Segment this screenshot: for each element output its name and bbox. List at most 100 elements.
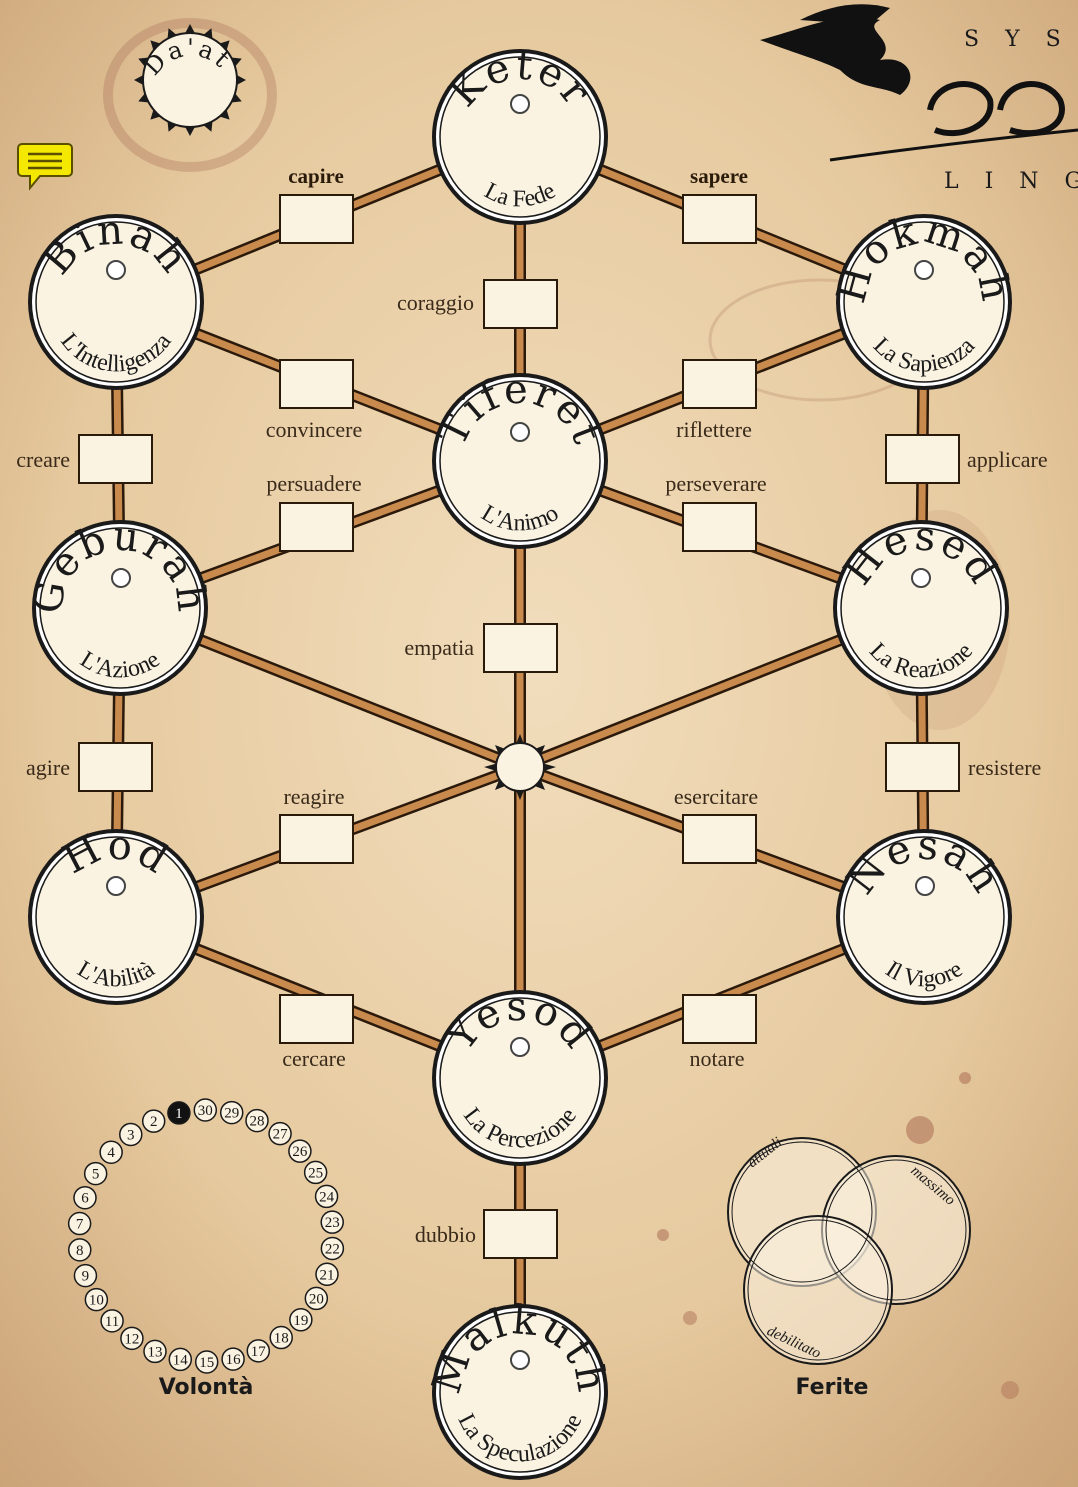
debilitato-circle[interactable] (744, 1216, 892, 1364)
volonta-point-18[interactable]: 18 (270, 1327, 292, 1349)
sephira-binah: Binah L'Intelligenza (28, 207, 204, 390)
cercare-box[interactable] (280, 995, 353, 1043)
cercare-label: cercare (282, 1046, 345, 1071)
volonta-number: 16 (226, 1352, 242, 1368)
volonta-number: 13 (147, 1344, 162, 1360)
volonta-number: 28 (250, 1114, 265, 1130)
nesah-point[interactable] (916, 877, 934, 895)
volonta-point-5[interactable]: 5 (85, 1163, 107, 1185)
persuadere-box[interactable] (280, 503, 353, 551)
volonta-point-29[interactable]: 29 (221, 1102, 243, 1124)
volonta-point-17[interactable]: 17 (247, 1340, 269, 1362)
ferite-title: Ferite (796, 1375, 869, 1400)
volonta-number: 5 (92, 1167, 100, 1183)
eden-logo: SYS LING (760, 4, 1078, 194)
volonta-point-28[interactable]: 28 (246, 1110, 268, 1132)
volonta-number: 6 (81, 1191, 89, 1207)
empatia-label: empatia (404, 635, 474, 660)
keter-point[interactable] (511, 95, 529, 113)
volonta-number: 1 (175, 1106, 183, 1122)
reagire-label: reagire (283, 784, 344, 809)
volonta-point-1[interactable]: 1 (168, 1102, 190, 1124)
volonta-number: 12 (124, 1331, 139, 1347)
volonta-point-19[interactable]: 19 (290, 1309, 312, 1331)
volonta-number: 19 (293, 1313, 308, 1329)
volonta-point-11[interactable]: 11 (101, 1310, 123, 1332)
agire-box[interactable] (79, 743, 152, 791)
volonta-title: Volontà (159, 1375, 254, 1400)
volonta-point-20[interactable]: 20 (305, 1287, 327, 1309)
volonta-point-30[interactable]: 30 (194, 1099, 216, 1121)
capire-label: capire (288, 164, 344, 188)
capire-box[interactable] (280, 195, 353, 243)
perseverare-box[interactable] (683, 503, 756, 551)
hod-point[interactable] (107, 877, 125, 895)
volonta-point-3[interactable]: 3 (120, 1123, 142, 1145)
volonta-point-24[interactable]: 24 (316, 1185, 338, 1207)
volonta-number: 29 (224, 1106, 239, 1122)
volonta-number: 15 (199, 1355, 214, 1371)
coraggio-label: coraggio (397, 290, 474, 315)
volonta-point-2[interactable]: 2 (143, 1110, 165, 1132)
volonta-number: 25 (308, 1165, 323, 1181)
creare-label: creare (16, 447, 70, 472)
volonta-point-27[interactable]: 27 (269, 1123, 291, 1145)
dubbio-box[interactable] (484, 1210, 557, 1258)
notare-box[interactable] (683, 995, 756, 1043)
volonta-point-15[interactable]: 15 (196, 1351, 218, 1373)
resistere-label: resistere (968, 755, 1041, 780)
sephira-yesod: Yesod La Percezione (432, 984, 608, 1166)
volonta-point-25[interactable]: 25 (305, 1161, 327, 1183)
hokmah-point[interactable] (915, 261, 933, 279)
volonta-number: 7 (76, 1217, 84, 1233)
geburah-point[interactable] (112, 569, 130, 587)
empatia-box[interactable] (484, 624, 557, 672)
volonta-point-14[interactable]: 14 (169, 1348, 191, 1370)
yesod-point[interactable] (511, 1038, 529, 1056)
convincere-box[interactable] (280, 360, 353, 408)
sephira-hod: Hod L'Abilità (28, 822, 204, 1005)
coraggio-box[interactable] (484, 280, 557, 328)
esercitare-box[interactable] (683, 815, 756, 863)
volonta-point-9[interactable]: 9 (74, 1265, 96, 1287)
volonta-number: 18 (274, 1331, 289, 1347)
note-icon[interactable] (18, 144, 72, 188)
volonta-point-26[interactable]: 26 (289, 1140, 311, 1162)
volonta-point-22[interactable]: 22 (321, 1237, 343, 1259)
volonta-point-12[interactable]: 12 (121, 1327, 143, 1349)
creare-box[interactable] (79, 435, 152, 483)
logo-bottom-text: LING (944, 169, 1078, 194)
sephira-hokmah: Hokmah La Sapienza (828, 206, 1019, 390)
riflettere-label: riflettere (676, 417, 752, 442)
logo-top-text: SYS (964, 27, 1078, 52)
volonta-point-10[interactable]: 10 (85, 1289, 107, 1311)
volonta-number: 23 (325, 1215, 340, 1231)
perseverare-label: perseverare (665, 471, 766, 496)
reagire-box[interactable] (280, 815, 353, 863)
volonta-point-13[interactable]: 13 (144, 1340, 166, 1362)
malkuth-point[interactable] (511, 1351, 529, 1369)
volonta-number: 17 (251, 1344, 267, 1360)
persuadere-label: persuadere (266, 471, 361, 496)
volonta-number: 27 (273, 1127, 289, 1143)
volonta-point-8[interactable]: 8 (69, 1239, 91, 1261)
binah-point[interactable] (107, 261, 125, 279)
volonta-point-21[interactable]: 21 (316, 1263, 338, 1285)
volonta-number: 22 (325, 1241, 340, 1257)
volonta-point-7[interactable]: 7 (69, 1213, 91, 1235)
sephira-tiferet: Tiferet L'Animo (429, 367, 611, 549)
volonta-point-4[interactable]: 4 (100, 1141, 122, 1163)
hesed-point[interactable] (912, 569, 930, 587)
volonta-point-16[interactable]: 16 (222, 1348, 244, 1370)
volonta-point-6[interactable]: 6 (74, 1187, 96, 1209)
volonta-point-23[interactable]: 23 (321, 1211, 343, 1233)
notare-label: notare (690, 1046, 745, 1071)
tiferet-point[interactable] (511, 423, 529, 441)
sapere-box[interactable] (683, 195, 756, 243)
resistere-box[interactable] (886, 743, 959, 791)
riflettere-box[interactable] (683, 360, 756, 408)
ferite-tracker: attuali massimo debilitato Ferite (728, 1134, 970, 1400)
volonta-number: 9 (82, 1269, 90, 1285)
applicare-box[interactable] (886, 435, 959, 483)
